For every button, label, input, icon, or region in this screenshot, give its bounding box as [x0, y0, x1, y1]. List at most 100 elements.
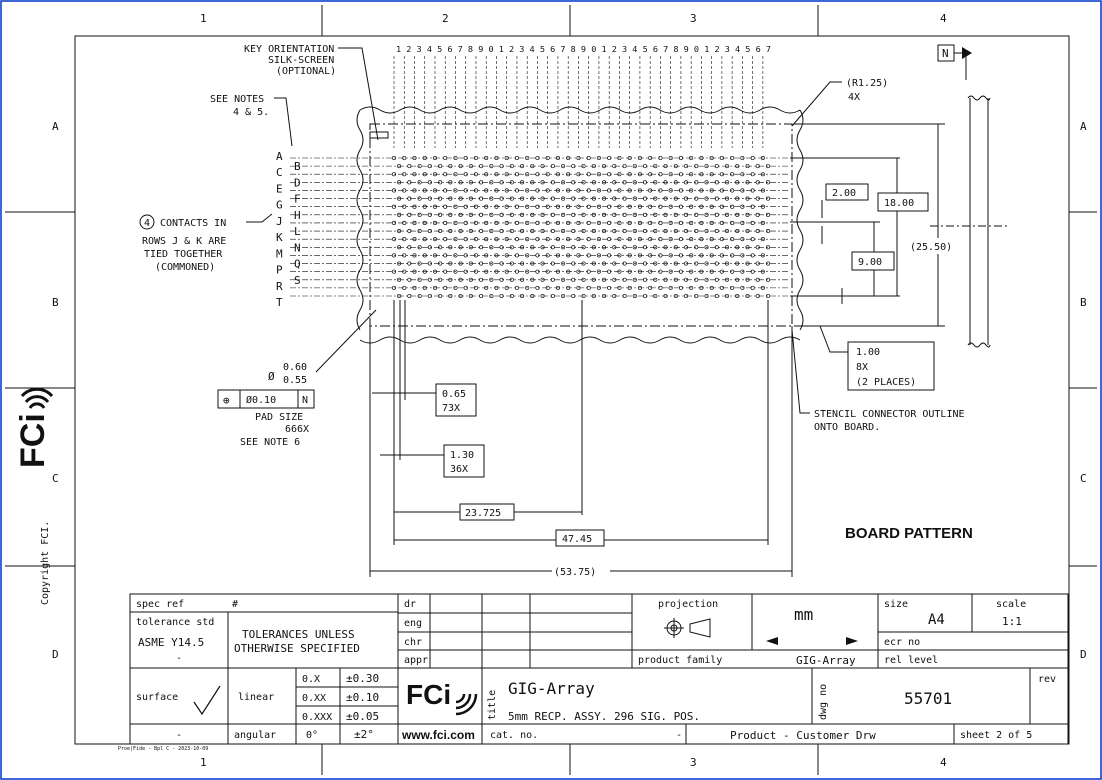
pad — [581, 196, 586, 201]
pad — [714, 196, 719, 201]
pad — [566, 220, 571, 225]
pad — [694, 212, 699, 217]
pad — [571, 261, 576, 266]
north-marker-label: N — [942, 47, 949, 60]
pad — [422, 285, 427, 290]
pad-size-count: 666X — [285, 424, 309, 435]
size-value: A4 — [928, 612, 945, 628]
pad — [402, 269, 407, 274]
pad — [724, 180, 730, 185]
zone-row-c-left: C — [52, 472, 59, 485]
pad — [402, 172, 407, 177]
pad — [484, 155, 489, 161]
role-chr: chr — [404, 637, 422, 648]
leader-stencil — [791, 329, 810, 414]
pad — [668, 285, 673, 290]
pad — [535, 155, 540, 161]
pad — [740, 237, 745, 242]
pad — [448, 212, 453, 217]
pad — [473, 204, 479, 209]
pad — [765, 277, 771, 282]
pad — [509, 277, 514, 282]
pad — [709, 155, 714, 161]
row-letter-right: Q — [294, 258, 301, 271]
one-box-count: 8X — [856, 362, 868, 373]
pad — [750, 220, 755, 225]
pad — [473, 285, 479, 290]
pad — [417, 196, 422, 201]
pad — [540, 293, 545, 299]
pad — [443, 285, 448, 290]
pad — [750, 253, 755, 258]
pad — [586, 285, 591, 290]
pad — [637, 204, 642, 209]
pad — [586, 220, 591, 225]
one-box-value: 1.00 — [856, 347, 880, 358]
pad — [463, 155, 468, 161]
fcf-position-symbol: ⊕ — [223, 394, 230, 407]
dim-130: 1.30 — [450, 450, 474, 461]
pad — [678, 285, 683, 290]
pad — [509, 212, 514, 217]
pad — [617, 172, 622, 177]
pad — [397, 212, 402, 217]
pad — [586, 172, 591, 177]
surface-value: - — [176, 730, 182, 741]
pad — [612, 164, 617, 169]
pad — [453, 237, 458, 242]
pad — [576, 188, 581, 193]
projection-symbol-icon — [664, 618, 711, 638]
pad — [499, 196, 504, 201]
pad — [530, 180, 535, 185]
zone-row-b-left: B — [52, 296, 59, 309]
pad — [509, 164, 514, 169]
pad — [566, 253, 571, 258]
pad — [514, 285, 520, 290]
pad — [566, 269, 571, 274]
pad — [745, 245, 750, 250]
pad — [689, 188, 694, 193]
pad — [473, 253, 479, 258]
pad — [642, 293, 648, 299]
tolerance-std-label: tolerance std — [136, 617, 214, 628]
pad — [550, 229, 555, 234]
pad — [520, 196, 525, 201]
pad — [663, 277, 668, 282]
angular-tol: ±2° — [354, 728, 374, 741]
pad — [612, 293, 617, 299]
pad — [591, 293, 596, 299]
pad — [545, 285, 550, 290]
pad — [607, 237, 612, 242]
pad — [422, 155, 427, 161]
pad — [494, 155, 499, 161]
tolerance-std-sub: - — [176, 653, 182, 664]
pad — [760, 285, 765, 290]
pad — [689, 269, 694, 274]
pad — [607, 155, 612, 161]
dwg-no-label: dwg no — [818, 684, 829, 720]
pad — [714, 180, 719, 185]
pad — [468, 212, 473, 217]
pad — [535, 188, 540, 193]
pad — [699, 237, 704, 242]
pad — [463, 253, 468, 258]
pad — [735, 293, 740, 299]
pad — [683, 164, 689, 169]
pad — [653, 180, 658, 185]
pad — [422, 220, 427, 225]
pad — [407, 180, 412, 185]
pad — [391, 188, 397, 193]
pad — [443, 269, 448, 274]
pad — [755, 164, 760, 169]
pad — [443, 188, 448, 193]
pad — [545, 204, 550, 209]
pad — [627, 220, 632, 225]
pad — [683, 277, 689, 282]
surface-label: surface — [136, 692, 178, 703]
pad — [668, 220, 673, 225]
row-letter-right: L — [294, 225, 301, 238]
pad — [658, 188, 663, 193]
row-letter-left: G — [276, 199, 283, 212]
pad — [699, 188, 704, 193]
pad — [586, 237, 591, 242]
